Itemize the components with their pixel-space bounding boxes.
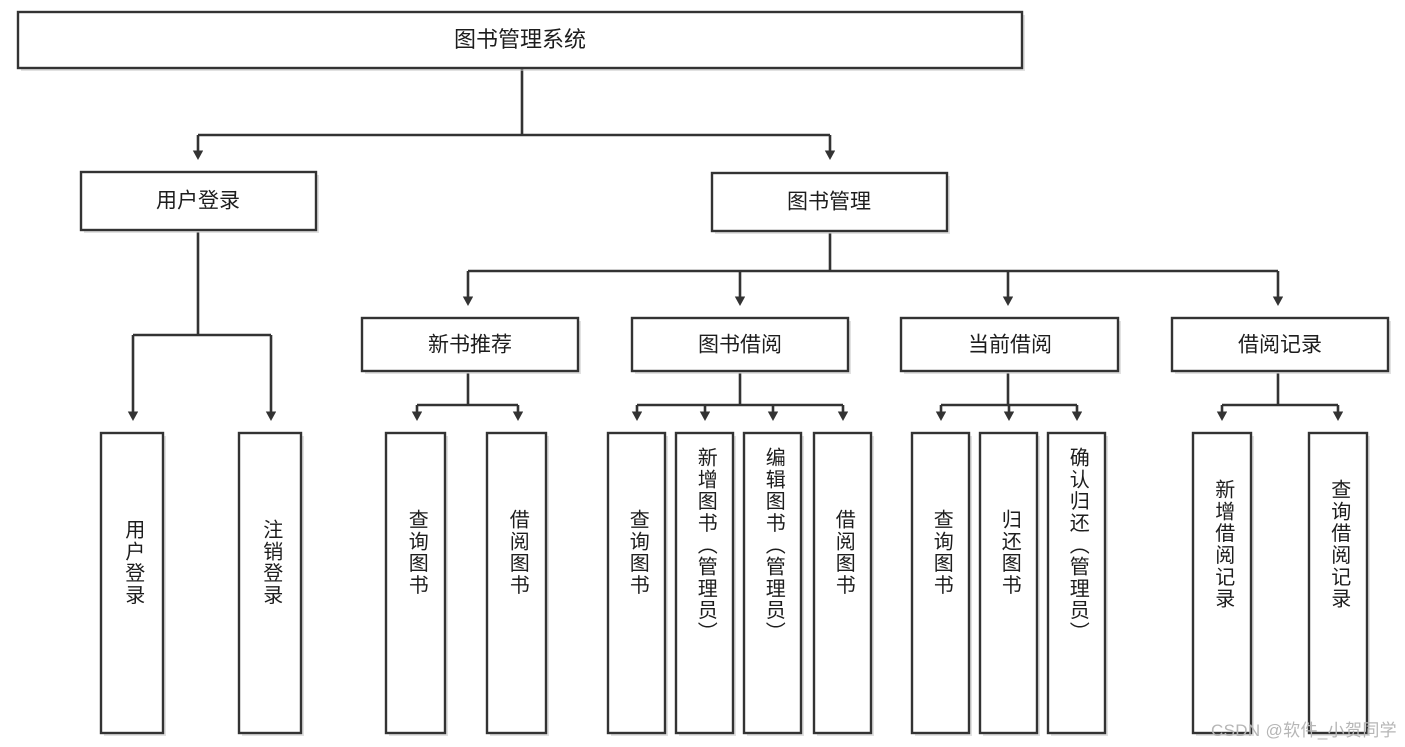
node-book-management[interactable]: 图书管理 [710,171,950,234]
leaf-book-borrow-3[interactable] [812,431,874,736]
leaf-borrow-record-1[interactable] [1307,431,1370,736]
connectors-current-borrow [935,373,1083,421]
connectors-book-borrow [631,373,849,421]
node-current-borrow[interactable]: 当前借阅 [899,316,1121,374]
connectors-root [192,68,836,160]
node-book-borrow-label: 图书借阅 [698,334,782,357]
node-root-label: 图书管理系统 [454,27,586,52]
leaf-current-borrow-0[interactable] [910,431,972,736]
leaf-book-borrow-0[interactable] [606,431,668,736]
leaf-current-borrow-2[interactable] [1046,431,1108,736]
leaf-user-login-1[interactable] [237,431,304,736]
node-new-book-recommend-label: 新书推荐 [428,334,512,357]
node-book-management-label: 图书管理 [787,191,871,214]
node-root[interactable]: 图书管理系统 [16,10,1025,71]
node-current-borrow-label: 当前借阅 [968,334,1052,357]
node-borrow-record-label: 借阅记录 [1238,334,1322,357]
connectors-borrow-record [1216,373,1344,421]
leaf-book-borrow-1[interactable] [674,431,736,736]
leaf-new-book-recommend-0[interactable] [384,431,448,736]
node-new-book-recommend[interactable]: 新书推荐 [360,316,581,374]
leaf-current-borrow-1[interactable] [978,431,1040,736]
node-borrow-record[interactable]: 借阅记录 [1170,316,1391,374]
connectors-book-management [462,233,1284,306]
connectors-user-login [127,232,277,421]
leaf-borrow-record-0[interactable] [1191,431,1254,736]
leaf-user-login-0[interactable] [99,431,166,736]
leaf-book-borrow-2[interactable] [742,431,804,736]
node-user-login[interactable]: 用户登录 [79,170,319,233]
connectors-new-book-recommend [411,373,524,421]
csdn-watermark: CSDN @软件_小贺同学 [1210,721,1397,740]
leaf-new-book-recommend-1[interactable] [485,431,549,736]
node-user-login-label: 用户登录 [156,190,240,213]
node-book-borrow[interactable]: 图书借阅 [630,316,851,374]
